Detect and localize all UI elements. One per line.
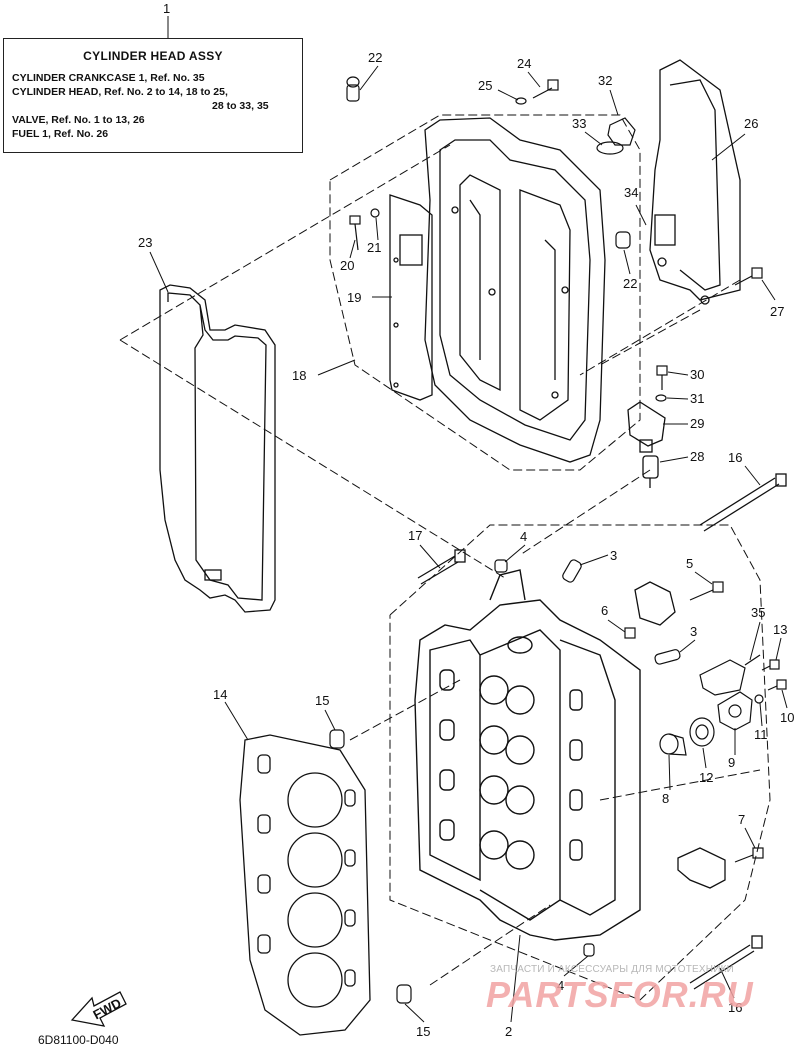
dowel-15 — [329, 729, 345, 749]
callout-30: 30 — [690, 367, 704, 382]
o-ring-33 — [596, 141, 624, 155]
callout-26: 26 — [744, 116, 758, 131]
plug-4 — [494, 559, 508, 573]
cover-plate-19 — [389, 194, 433, 401]
dowel-3b — [654, 649, 681, 665]
bushing-8 — [659, 733, 687, 756]
callout-29: 29 — [690, 416, 704, 431]
callout-1: 1 — [163, 1, 170, 16]
callout-15: 15 — [315, 693, 329, 708]
washer-21 — [370, 208, 380, 218]
callout-24: 24 — [517, 56, 531, 71]
bolt-5 — [689, 581, 724, 601]
callout-35: 35 — [751, 605, 765, 620]
diagram-code: 6D81100-D040 — [38, 1033, 119, 1047]
bolt-7 — [734, 847, 764, 863]
grommet-22 — [346, 76, 360, 102]
callout-20: 20 — [340, 258, 354, 273]
callout-4b: 4 — [557, 978, 564, 993]
sensor-29 — [627, 401, 666, 453]
washer-31 — [655, 394, 667, 402]
info-line-5: FUEL 1, Ref. No. 26 — [12, 128, 109, 140]
fwd-arrow-icon: FWD — [70, 991, 127, 1027]
info-line-4: VALVE, Ref. No. 1 to 13, 26 — [12, 114, 145, 126]
callout-labels: 22 24 25 32 33 26 34 21 20 22 27 23 19 1… — [138, 50, 794, 1039]
callout-11: 11 — [754, 727, 768, 742]
callout-5: 5 — [686, 556, 693, 571]
assembly-info-box: CYLINDER HEAD ASSY CYLINDER CRANKCASE 1,… — [3, 38, 303, 153]
fwd-label: FWD — [91, 995, 124, 1022]
assembly-title: CYLINDER HEAD ASSY — [83, 49, 223, 63]
bearing-cap — [634, 581, 676, 626]
cover-gasket-23 — [159, 284, 276, 613]
callout-8: 8 — [662, 791, 669, 806]
dashed-assembly-outline — [119, 114, 771, 1001]
grommet-22b — [615, 231, 631, 249]
bolt-17 — [417, 549, 466, 585]
callout-10: 10 — [780, 710, 794, 725]
dowel-3 — [562, 559, 582, 583]
callout-21: 21 — [367, 240, 381, 255]
leader-lines — [149, 65, 788, 1023]
head-gasket-14 — [239, 734, 371, 1036]
pin-6 — [624, 627, 636, 639]
callout-12: 12 — [699, 770, 713, 785]
bolt-24 — [532, 79, 559, 99]
cylinder-head-cover-18 — [424, 117, 606, 463]
callout-31: 31 — [690, 391, 704, 406]
info-line-3: 28 to 33, 35 — [212, 100, 269, 112]
cylinder-head-2 — [414, 569, 641, 941]
bolt-27 — [734, 267, 763, 286]
callout-23: 23 — [138, 235, 152, 250]
callout-22b: 22 — [623, 276, 637, 291]
sensor-35 — [699, 654, 761, 696]
callout-18: 18 — [292, 368, 306, 383]
seal-12 — [689, 717, 715, 747]
callout-14: 14 — [213, 687, 227, 702]
callout-28: 28 — [690, 449, 704, 464]
callout-22: 22 — [368, 50, 382, 65]
callout-27: 27 — [770, 304, 784, 319]
callout-13: 13 — [773, 622, 787, 637]
bolt-13 — [761, 659, 780, 671]
callout-3b: 3 — [690, 624, 697, 639]
callout-6: 6 — [601, 603, 608, 618]
housing-9 — [717, 691, 753, 731]
bolt-10 — [767, 679, 787, 691]
washer-25 — [515, 97, 527, 105]
callout-17: 17 — [408, 528, 422, 543]
callout-33: 33 — [572, 116, 586, 131]
callout-16b: 16 — [728, 1000, 742, 1015]
sensor-28 — [642, 455, 659, 488]
info-line-2: CYLINDER HEAD, Ref. No. 2 to 14, 18 to 2… — [12, 86, 228, 98]
bolt-30 — [656, 365, 668, 390]
plug-4b — [583, 943, 595, 957]
watermark-caption: ЗАПЧАСТИ И АКСЕССУАРЫ ДЛЯ МОТОТЕХНИКИ — [490, 964, 735, 975]
head-bolt-16 — [699, 473, 787, 532]
callout-19: 19 — [347, 290, 361, 305]
head-bolt-16b — [689, 935, 763, 990]
callout-25: 25 — [478, 78, 492, 93]
cap-32 — [607, 117, 636, 146]
callout-2: 2 — [505, 1024, 512, 1039]
bolt-20 — [349, 215, 361, 251]
bearing-cap-7 — [677, 847, 726, 889]
callout-16: 16 — [728, 450, 742, 465]
callout-9: 9 — [728, 755, 735, 770]
dowel-15b — [396, 984, 412, 1004]
callout-3: 3 — [610, 548, 617, 563]
info-line-1: CYLINDER CRANKCASE 1, Ref. No. 35 — [12, 72, 205, 84]
callout-32: 32 — [598, 73, 612, 88]
callout-7: 7 — [738, 812, 745, 827]
callout-15b: 15 — [416, 1024, 430, 1039]
washer-11 — [754, 694, 764, 704]
callout-34: 34 — [624, 185, 638, 200]
breather-26 — [649, 59, 741, 305]
watermark-logo: PARTSFOR.RU — [486, 974, 754, 1015]
callout-4: 4 — [520, 529, 527, 544]
